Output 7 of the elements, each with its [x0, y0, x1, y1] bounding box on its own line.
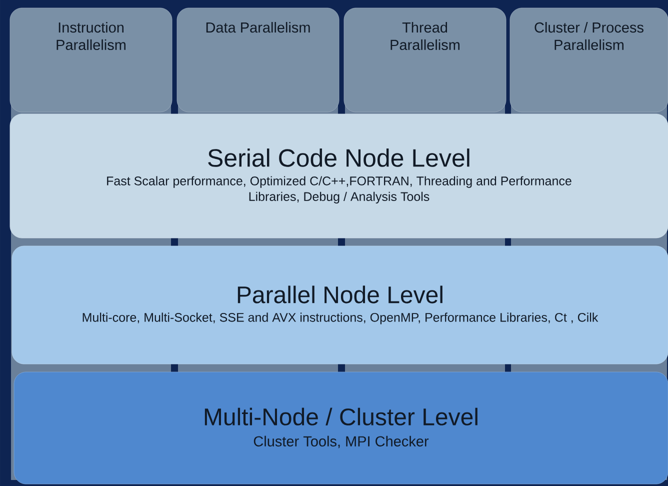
level-band: Multi-Node / Cluster Level Cluster Tools, MPI Checker — [14, 372, 668, 484]
column-box: Thread Parallelism — [344, 8, 506, 112]
level-band: Serial Code Node Level Fast Scalar performance, Optimized C/C++,FORTRAN, Threading and Performance Libraries, Debug / Analysis Tools — [10, 114, 668, 238]
column-box: Cluster / Process Parallelism — [510, 8, 668, 112]
column-box: Instruction Parallelism — [10, 8, 172, 112]
level-band: Parallel Node Level Multi-core, Multi-Socket, SSE and AVX instructions, OpenMP, Performance Libraries, Ct , Cilk — [12, 246, 668, 364]
column-box: Data Parallelism — [176, 8, 340, 112]
